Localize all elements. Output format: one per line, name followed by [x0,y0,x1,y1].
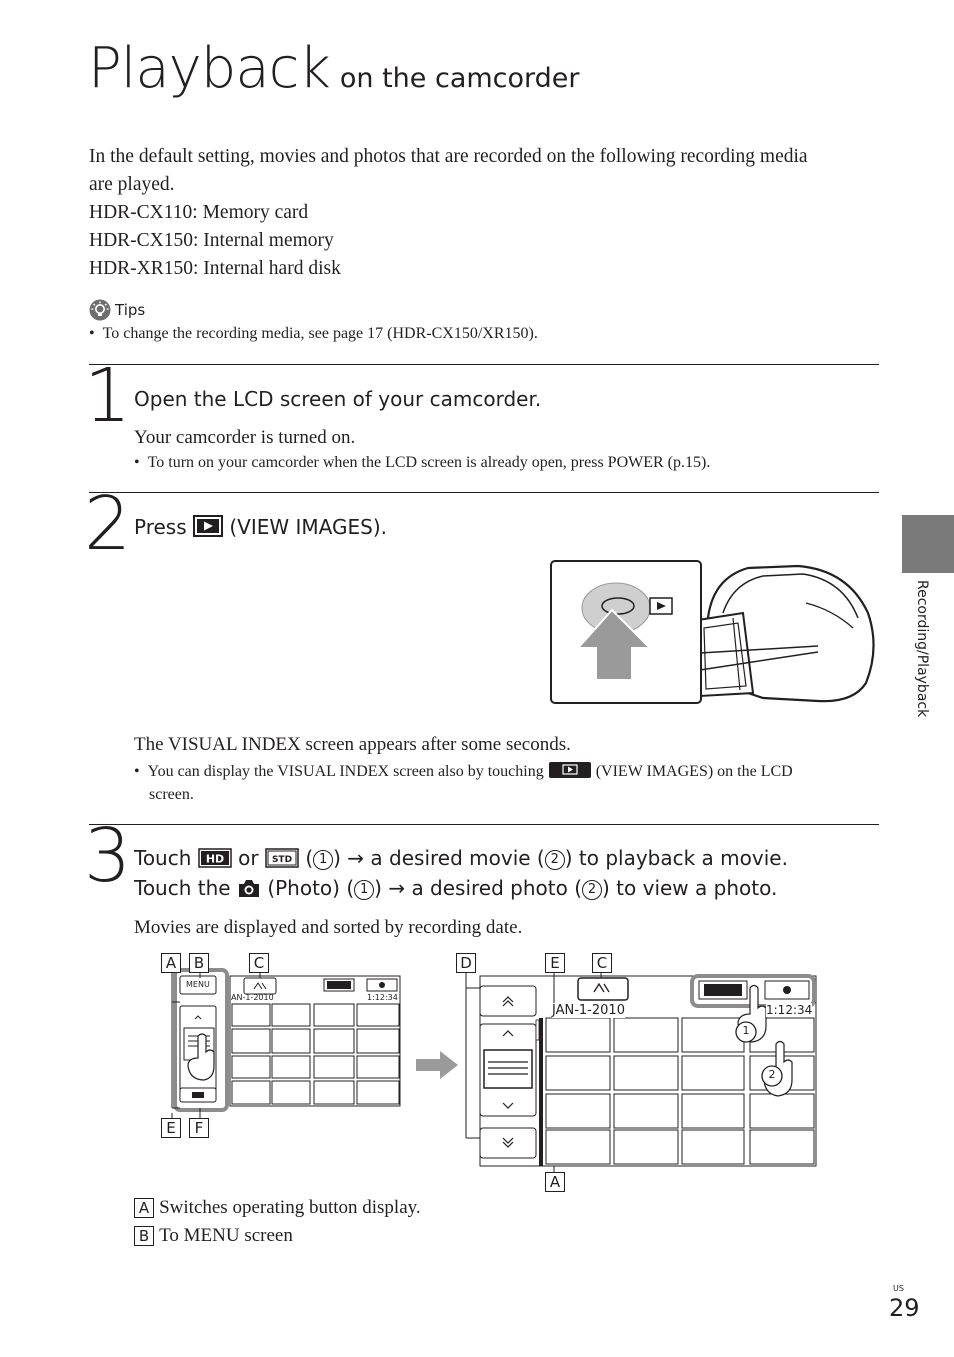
label-c-left: C [249,953,269,973]
date-large: JAN-1-2010 [552,1003,625,1018]
label-d-right: D [456,953,476,973]
legend-a: A Switches operating button display. [134,1197,421,1219]
region-code: US [893,1284,904,1293]
arrow-right-icon-b: → [388,876,406,900]
paren-close-b: ) [374,876,382,900]
model-xr150: HDR-XR150: Internal hard disk [89,258,341,279]
step3-rule [89,824,879,825]
step2-heading-pre: Press [134,515,187,539]
view-images-icon-small [548,761,592,784]
label-e-right: E [545,953,565,973]
step2-rule [89,492,879,493]
step1-body: Your camcorder is turned on. [134,427,356,448]
step3-body: Movies are displayed and sorted by recor… [134,917,523,938]
step1-bullet-text: To turn on your camcorder when the LCD s… [147,454,711,471]
title-sub: on the camcorder [339,63,580,94]
step2-bullet-line2: screen. [149,786,194,803]
transition-arrow-icon [414,1050,460,1080]
step3-line2: Touch the (Photo) (1) → a desired photo … [134,876,777,903]
label-a-right: A [545,1172,565,1192]
menu-button-label: MENU [186,980,210,989]
label-a-left: A [161,953,181,973]
model-cx150: HDR-CX150: Internal memory [89,230,334,251]
step3-number: 3 [84,813,132,899]
circ-2b: 2 [582,880,603,900]
circ-1b: 1 [354,880,375,900]
section-tab [902,515,954,573]
page-title: Playback on the camcorder [88,36,580,101]
camera-icon [237,878,261,903]
step2-bullet: • You can display the VISUAL INDEX scree… [134,761,793,784]
step3-photo-end: ) to view a photo. [602,876,778,900]
time-large: 1:12:34 [766,1003,813,1017]
tips-bullet-text: To change the recording media, see page … [102,325,538,342]
step3-movie-text: a desired movie ( [370,846,545,870]
legend-b-text: To MENU screen [159,1225,293,1246]
label-f-left: F [189,1118,209,1138]
step3-touch-the: Touch the [134,876,231,900]
tips-bullet: • To change the recording media, see pag… [89,325,538,342]
intro-line2: are played. [89,174,175,195]
marker-2: 2 [768,1068,776,1081]
label-e-left: E [161,1118,181,1138]
step2-number: 2 [84,481,132,567]
time-small: 1:12:34 [367,993,398,1002]
step2-bullet-post: (VIEW IMAGES) on the LCD [595,763,793,780]
step3-photo-mid: a desired photo ( [411,876,583,900]
svg-text:HD: HD [206,853,224,866]
legend-b-key: B [134,1226,154,1246]
step2-body: The VISUAL INDEX screen appears after so… [134,734,571,755]
model-cx110: HDR-CX110: Memory card [89,202,309,223]
view-images-icon [193,515,223,542]
visual-index-small-diagram [158,948,408,1144]
step3-touch-text: Touch [134,846,192,870]
page-number: 29 [889,1294,920,1322]
step1-number: 1 [84,353,132,439]
marker-1: 1 [742,1024,750,1037]
circ-2: 2 [544,850,565,870]
hd-icon: HD [198,848,232,873]
section-label: Recording/Playback [902,580,942,760]
section-label-text: Recording/Playback [914,580,930,718]
label-c-right: C [592,953,612,973]
step2-heading: Press (VIEW IMAGES). [134,515,387,542]
std-icon: STD [265,848,299,873]
step1-heading: Open the LCD screen of your camcorder. [134,387,542,411]
step3-movie-end: ) to playback a movie. [564,846,788,870]
tips-icon [89,299,111,321]
label-b-left: B [189,953,209,973]
intro-line1: In the default setting, movies and photo… [89,146,808,167]
step3-line1: Touch HD or STD (1) → a desired movie (2… [134,846,788,873]
tips-label: Tips [115,301,146,319]
camcorder-illustration [548,558,880,708]
svg-text:STD: STD [272,855,292,865]
circ-1: 1 [313,850,334,870]
paren-close: ) [333,846,341,870]
step3-photo-text: (Photo) ( [267,876,355,900]
arrow-right-icon: → [347,846,365,870]
step2-bullet-pre: You can display the VISUAL INDEX screen … [147,763,544,780]
legend-a-text: Switches operating button display. [159,1197,421,1218]
step3-or-text: or [238,846,259,870]
step1-rule [89,364,879,365]
paren-open: ( [305,846,314,870]
legend-a-key: A [134,1198,154,1218]
legend-b: B To MENU screen [134,1225,293,1247]
step2-heading-post: (VIEW IMAGES). [229,515,387,539]
date-small: AN-1-2010 [231,993,274,1002]
step1-bullet: • To turn on your camcorder when the LCD… [134,454,711,471]
visual-index-large-diagram [456,948,820,1192]
title-main: Playback [88,36,331,101]
